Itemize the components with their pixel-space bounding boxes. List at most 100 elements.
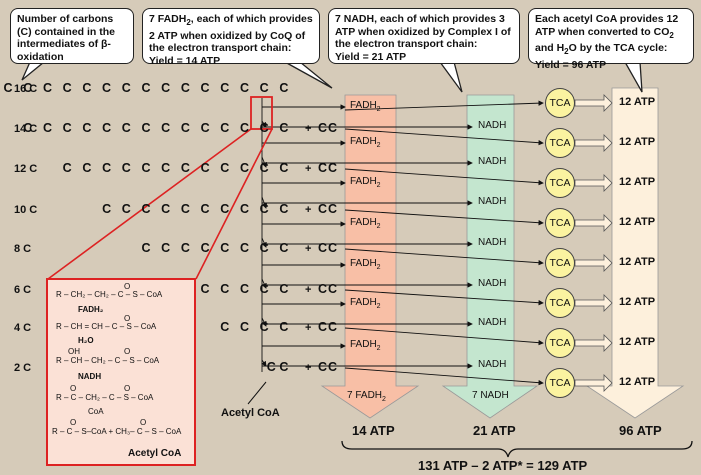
fadh-callout-l1: 7 FADH (149, 13, 187, 25)
atp-open-arrow (574, 254, 613, 272)
acetyl-pair: CC (318, 241, 339, 255)
fadh-text: FADH (350, 339, 377, 350)
acetyl-pair: CC (318, 121, 339, 135)
carbon-count-label: 6 C (14, 284, 32, 296)
carbons-callout: Number of carbons (C) contained in the i… (10, 8, 134, 64)
carbon-chain: CC (266, 360, 292, 374)
chain-down-arrow (261, 317, 267, 327)
nadh-label: NADH (478, 317, 507, 328)
chain-down-arrow (261, 196, 267, 209)
chain-down-arrow (261, 359, 267, 367)
acetyl-pair: CC (318, 282, 339, 296)
fadh-sub: 2 (376, 223, 381, 230)
fadh-callout: 7 FADH2, each of which provides 2 ATP wh… (142, 8, 320, 67)
detail-o7: O (140, 418, 147, 427)
nadh-label: NADH (478, 237, 507, 248)
acetyl-to-tca (344, 248, 544, 266)
chain-down-arrow (261, 278, 267, 289)
detail-o3: O (124, 347, 131, 356)
acetyl-callout-and: and H (535, 42, 565, 55)
detail-line4: R – C – CH₂ – C – S – CoA (56, 393, 154, 402)
nadh-label: NADH (478, 196, 507, 207)
fadh-sub: 2 (376, 106, 381, 113)
acetyl-callout-sub2: 2 (564, 47, 569, 57)
atp-label: 12 ATP (619, 176, 656, 188)
acetyl-to-tca (344, 209, 544, 226)
fadh-total: 7 FADH2 (347, 390, 386, 403)
plus-sign: + (305, 322, 312, 334)
carbon-chain: C C C C C C C C C C C C C C C C (0, 81, 292, 95)
fadh-total-sub: 2 (382, 396, 386, 403)
carbon-count-label: 14 C (14, 123, 38, 135)
atp-open-arrow (574, 134, 613, 152)
fadh-total-text: 7 FADH (347, 390, 383, 401)
highlight-box (250, 96, 273, 130)
tca-circle: TCA (545, 288, 575, 318)
fadh-text: FADH (350, 100, 377, 111)
carbon-count-label: 8 C (14, 243, 32, 255)
acetyl-to-tca (344, 327, 544, 346)
detail-line2: R – CH = CH – C – S – CoA (56, 322, 157, 331)
nadh-label: NADH (478, 156, 507, 167)
fadh-sub: 2 (376, 345, 381, 352)
fadh-callout-l1b: , each of which provides (190, 13, 313, 25)
atp-open-arrow (574, 94, 613, 112)
detail-line1: R – CH₂ – CH₂ – C – S – CoA (56, 290, 163, 299)
carbon-chain: C C C C C C C C C C C C (62, 161, 292, 175)
fadh2-label: FADH2 (350, 297, 381, 310)
detail-h2o: H₂O (78, 336, 94, 345)
atp-label: 12 ATP (619, 376, 656, 388)
plus-sign: + (305, 284, 312, 296)
acetyl-pair: CC (318, 202, 339, 216)
fadh-text: FADH (350, 297, 377, 308)
atp-open-arrow (574, 294, 613, 312)
detail-line5: R – C – S–CoA + CH₃– C – S – CoA (52, 427, 182, 436)
acetyl-callout-tail: O by the TCA cycle: (568, 42, 668, 55)
carbon-count-label: 2 C (14, 362, 32, 374)
tca-circle: TCA (545, 248, 575, 278)
nadh-callout-yield: Yield = 21 ATP (335, 50, 407, 63)
yield-brace (341, 440, 693, 458)
fadh2-label: FADH2 (350, 136, 381, 149)
yield-nadh: 21 ATP (473, 423, 516, 438)
fadh-callout-yield: Yield = 14 ATP (149, 54, 221, 67)
acetyl-to-tca (344, 168, 544, 186)
detail-o1: O (124, 282, 131, 291)
flow-lines (261, 94, 613, 392)
carbon-chain: C C C C (220, 320, 292, 334)
nadh-label: NADH (478, 120, 507, 131)
detail-oh: OH (68, 347, 80, 356)
detail-nadh: NADH (78, 372, 102, 381)
detail-fadh2: FADH₂ (78, 305, 104, 314)
fadh-sub: 2 (376, 264, 381, 271)
detail-coa: CoA (88, 407, 104, 416)
acetyl-coa-label: Acetyl CoA (221, 407, 280, 419)
acetyl-to-tca (344, 128, 544, 146)
reaction-detail-inset: O R – CH₂ – CH₂ – C – S – CoA FADH₂ O R … (46, 278, 196, 466)
nadh-total: 7 NADH (472, 390, 509, 401)
acetyl-to-tca (344, 100, 544, 111)
plus-sign: + (305, 163, 312, 175)
carbon-count-label: 10 C (14, 204, 38, 216)
nadh-label: NADH (478, 359, 507, 370)
atp-open-arrow (574, 374, 613, 392)
yield-fadh: 14 ATP (352, 423, 395, 438)
fadh2-label: FADH2 (350, 176, 381, 189)
atp-open-arrow (574, 334, 613, 352)
fadh-text: FADH (350, 176, 377, 187)
fadh-callout-sub: 2 (186, 18, 191, 28)
atp-label: 12 ATP (619, 216, 656, 228)
yield-tca: 96 ATP (619, 423, 662, 438)
atp-open-arrow (574, 174, 613, 192)
yield-total: 131 ATP – 2 ATP* = 129 ATP (418, 458, 588, 473)
nadh-callout: 7 NADH, each of which provides 3 ATP whe… (328, 8, 520, 64)
acetyl-pair: CC (318, 320, 339, 334)
carbon-chain: C C C C C C C C C C (102, 202, 292, 216)
plus-sign: + (305, 123, 312, 135)
carbon-count-label: 4 C (14, 322, 32, 334)
fadh-column-arrow (320, 94, 420, 419)
detail-o5: O (124, 384, 131, 393)
carbon-chain: C C C C C C C C C C C C C C (23, 121, 292, 135)
